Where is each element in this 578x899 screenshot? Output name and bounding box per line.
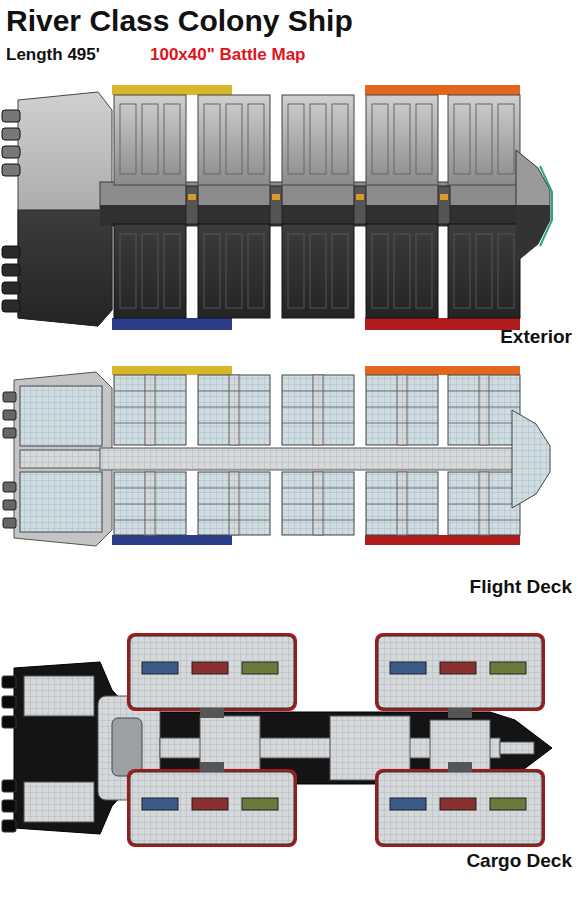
view-label: Flight Deck <box>470 577 572 598</box>
cargo-deck-plan <box>2 633 552 847</box>
title: River Class Colony Ship <box>6 4 353 37</box>
exterior-view <box>2 85 552 330</box>
length-label: Length 495' <box>6 46 100 65</box>
view-label: Exterior <box>500 327 572 348</box>
map-size-label: 100x40" Battle Map <box>150 46 305 65</box>
view-label: Cargo Deck <box>466 851 572 872</box>
flight-deck-plan <box>3 366 550 546</box>
